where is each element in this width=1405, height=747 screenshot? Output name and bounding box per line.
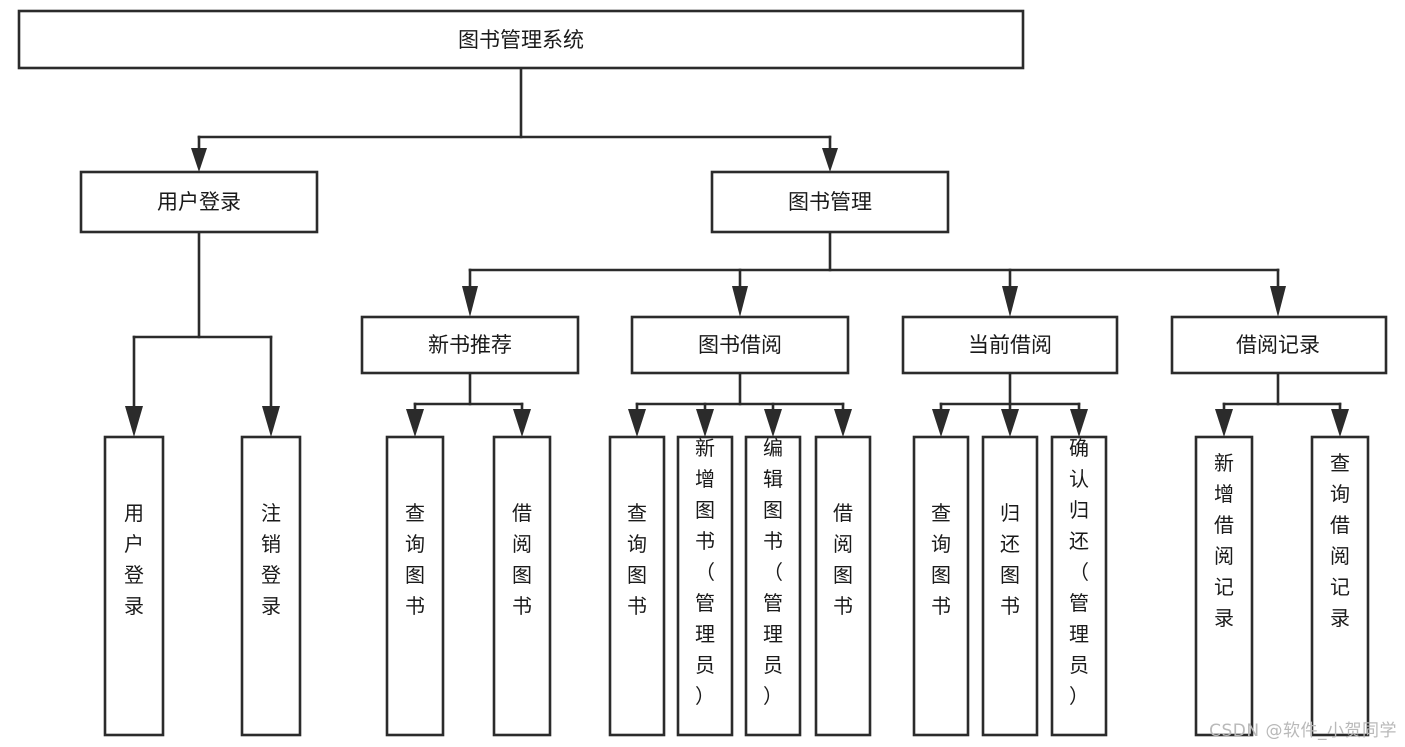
arrow-head-leaf-user-login [125,406,143,437]
node-leaf-add-book-label: 新增图书（管理员） [695,436,715,708]
node-leaf-edit-book[interactable]: 编辑图书（管理员） [744,435,802,737]
connector-group [125,66,1349,437]
arrow-head-leaf-add-book [696,409,714,437]
node-leaf-add-record-label: 新增借阅记录 [1214,451,1234,630]
node-borrow-record-box[interactable] [1170,315,1388,375]
node-leaf-add-record[interactable]: 新增借阅记录 [1194,435,1254,737]
node-leaf-query-book-2[interactable]: 查询图书 [608,435,666,737]
arrow-head-book-borrow [732,286,748,317]
node-leaf-query-book-2-box[interactable] [608,435,666,737]
watermark-text: CSDN @软件_小贺同学 [1209,721,1397,741]
node-leaf-borrow-book-2-box[interactable] [814,435,872,737]
node-leaf-return-book-box[interactable] [981,435,1039,737]
node-leaf-add-book-box[interactable] [676,435,734,737]
node-leaf-query-book-3-label: 查询图书 [931,501,951,618]
node-book-borrow[interactable]: 图书借阅 [630,315,850,375]
node-new-book-recommend-label: 新书推荐 [428,333,512,357]
node-book-borrow-label: 图书借阅 [698,333,782,357]
node-new-book-recommend-box[interactable] [360,315,580,375]
node-leaf-query-book-1[interactable]: 查询图书 [385,435,445,737]
node-leaf-add-book[interactable]: 新增图书（管理员） [676,435,734,737]
node-leaf-borrow-book-1-box[interactable] [492,435,552,737]
node-root[interactable]: 图书管理系统 [17,9,1025,70]
node-leaf-user-login-box[interactable] [103,435,165,737]
arrow-head-leaf-edit-book [764,409,782,437]
arrow-head-leaf-query-book-3 [932,409,950,437]
arrow-head-leaf-query-record [1331,409,1349,437]
node-book-manage-box[interactable] [710,170,950,234]
node-leaf-confirm-return-label: 确认归还（管理员） [1069,436,1089,708]
node-root-box[interactable] [17,9,1025,70]
node-borrow-record-label: 借阅记录 [1236,333,1320,357]
node-leaf-return-book-label: 归还图书 [1000,501,1020,618]
node-leaf-user-login[interactable]: 用户登录 [103,435,165,737]
arrow-head-leaf-query-book-2 [628,409,646,437]
node-leaf-edit-book-box[interactable] [744,435,802,737]
node-leaf-confirm-return-box[interactable] [1050,435,1108,737]
node-new-book-recommend[interactable]: 新书推荐 [360,315,580,375]
arrow-head-new-book-recommend [462,286,478,317]
node-book-manage[interactable]: 图书管理 [710,170,950,234]
node-user-login-label: 用户登录 [157,190,241,214]
node-leaf-user-logout[interactable]: 注销登录 [240,435,302,737]
arrow-head-leaf-confirm-return [1070,409,1088,437]
node-current-borrow[interactable]: 当前借阅 [901,315,1119,375]
arrow-head-borrow-record [1270,286,1286,317]
node-leaf-query-book-3-box[interactable] [912,435,970,737]
node-user-login[interactable]: 用户登录 [79,170,319,234]
node-current-borrow-label: 当前借阅 [968,333,1052,357]
node-leaf-query-record[interactable]: 查询借阅记录 [1310,435,1370,737]
node-leaf-query-record-box[interactable] [1310,435,1370,737]
node-leaf-user-login-label: 用户登录 [124,501,144,618]
node-book-manage-label: 图书管理 [788,190,872,214]
node-leaf-edit-book-label: 编辑图书（管理员） [763,436,783,708]
node-leaf-query-book-3[interactable]: 查询图书 [912,435,970,737]
node-leaf-borrow-book-1[interactable]: 借阅图书 [492,435,552,737]
node-leaf-query-book-1-box[interactable] [385,435,445,737]
arrow-head-leaf-query-book-1 [406,409,424,437]
node-root-label: 图书管理系统 [458,28,584,52]
arrow-head-leaf-add-record [1215,409,1233,437]
node-leaf-borrow-book-2[interactable]: 借阅图书 [814,435,872,737]
node-user-login-box[interactable] [79,170,319,234]
node-borrow-record[interactable]: 借阅记录 [1170,315,1388,375]
node-leaf-borrow-book-1-label: 借阅图书 [512,501,532,618]
node-leaf-borrow-book-2-label: 借阅图书 [833,501,853,618]
arrow-head-leaf-borrow-book-2 [834,409,852,437]
arrow-head-leaf-return-book [1001,409,1019,437]
node-current-borrow-box[interactable] [901,315,1119,375]
arrow-head-book-manage [822,148,838,172]
node-leaf-query-book-2-label: 查询图书 [627,501,647,618]
node-leaf-return-book[interactable]: 归还图书 [981,435,1039,737]
arrow-head-current-borrow [1002,286,1018,317]
node-book-borrow-box[interactable] [630,315,850,375]
node-leaf-add-record-box[interactable] [1194,435,1254,737]
node-leaf-query-book-1-label: 查询图书 [405,501,425,618]
node-leaf-user-logout-box[interactable] [240,435,302,737]
node-leaf-user-logout-label: 注销登录 [261,501,281,618]
arrow-head-user-login [191,148,207,172]
arrow-head-leaf-user-logout [262,406,280,437]
node-leaf-query-record-label: 查询借阅记录 [1330,451,1350,630]
node-leaf-confirm-return[interactable]: 确认归还（管理员） [1050,435,1108,737]
arrow-head-leaf-borrow-book-1 [513,409,531,437]
